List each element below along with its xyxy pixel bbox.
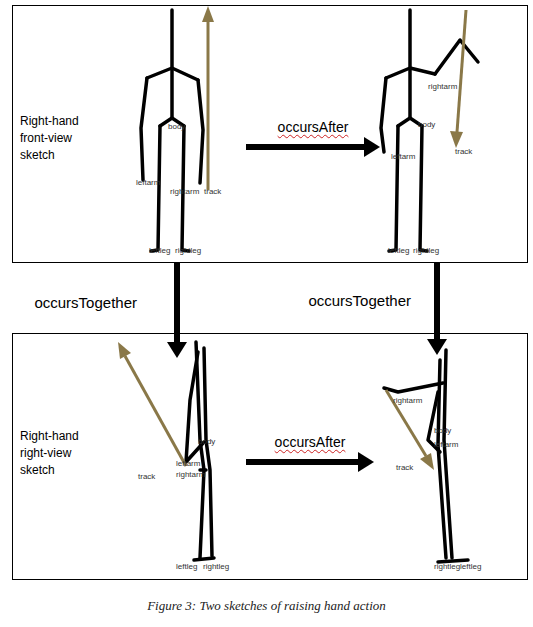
panel-title: Right-hand right-view sketch [20,428,94,479]
stick-right-leg [420,126,427,251]
stick-left-leg [389,126,398,251]
body-part-label: leftleg [388,246,409,255]
body-part-label: leftarm [434,440,458,449]
relation-arrow [427,262,447,355]
body-part-label: track [138,472,155,481]
body-part-label: leftarm [176,459,200,468]
body-part-label: rightleg [203,562,229,571]
stick-left-arm [381,78,386,152]
stick-feet [194,558,214,560]
arrow-shaft [246,144,365,150]
body-part-label: rightleg [434,562,460,571]
track-line [457,10,466,132]
track-line [207,20,210,190]
body-part-label: body [418,120,435,129]
stick-figure-sketch: body leftarm rightarm track leftleg rightleg [110,358,246,578]
body-part-label: leftleg [149,246,170,255]
stick-torso [408,10,412,118]
stick-figure-sketch: rightarm body leftarm track leftleg rightleg [380,6,485,262]
body-part-label: leftarm [391,152,415,161]
body-part-label: leftarm [136,178,160,187]
track-arrow [386,390,434,470]
relation-label: occursTogether [308,292,411,309]
track-head [420,453,434,470]
body-part-label: rightleg [175,246,201,255]
body-part-label: leftleg [460,562,481,571]
body-part-label: rightarm [170,187,199,196]
sketch-panel: bodyleftarmrightarmtrackleftlegrightlegr… [12,333,528,580]
stick-left-arm [141,78,147,180]
stick-shoulders [386,68,435,78]
front-figure-one [141,10,203,251]
body-part-label: track [204,187,221,196]
track-arrow [118,342,186,466]
stick-figure-sketch: rightarm body leftarm track rightlegleftleg [374,355,480,578]
relation-label: occursAfter [278,119,349,135]
body-part-label: leftleg [176,562,197,571]
arrow-head [358,452,374,472]
body-part-label: rightarm [428,82,457,91]
track-head [118,342,131,359]
stick-figure-sketch: body leftarm rightarm track leftleg rightleg [128,6,246,262]
stick-right-arm [435,40,478,74]
relation-arrow [246,137,380,157]
stick-body-back [204,348,212,556]
sketch-panel: bodyleftarmrightarmtrackleftlegrightlegr… [12,5,528,263]
stick-raised-arm [384,383,443,392]
track-line [386,390,426,456]
track-head [450,131,463,148]
track-arrow [202,6,214,190]
stick-feet [438,560,468,562]
relation-label: occursAfter [275,434,346,450]
relation-arrow [246,452,374,472]
stick-left-leg [151,126,160,251]
body-part-label: rightarm [393,396,422,405]
stick-shoulders [147,68,198,80]
arrow-head [364,137,380,157]
relation-arrow [167,262,187,358]
body-part-label: rightleg [413,246,439,255]
track-head [202,6,214,22]
body-part-label: track [455,147,472,156]
side-figure-two [384,350,468,562]
stick-torso [170,10,174,118]
relation-label: occursTogether [34,294,137,311]
arrow-shaft [246,459,359,465]
stick-right-arm [198,80,203,183]
panel-title: Right-hand front-view sketch [20,113,94,164]
figure-caption: Figure 3: Two sketches of raising hand a… [0,598,533,614]
body-part-label: track [396,463,413,472]
body-part-label: body [198,437,215,446]
body-part-label: body [434,426,451,435]
track-line [125,356,186,466]
body-part-label: body [168,122,185,131]
arrow-head [167,342,187,358]
side-figure-one [186,342,214,560]
arrow-head [427,339,447,355]
arrow-shaft [174,262,180,343]
front-figure-two [381,10,478,251]
track-arrow [450,10,466,148]
stick-body-back [438,360,446,558]
body-part-label: rightarm [176,470,205,479]
arrow-shaft [434,262,440,340]
